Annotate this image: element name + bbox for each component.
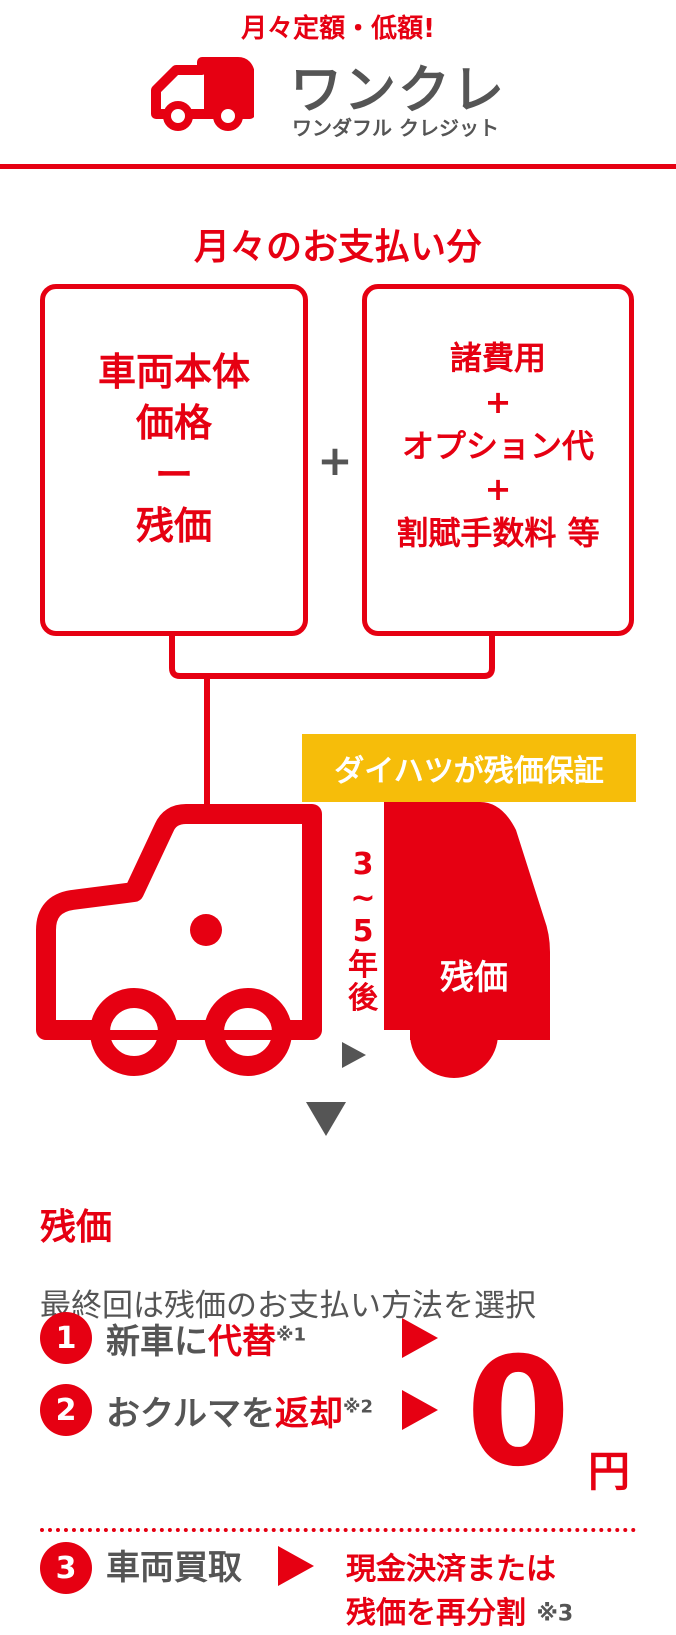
- truck-filled-icon: [384, 800, 554, 1090]
- guarantee-badge: ダイハツが残価保証: [302, 734, 636, 802]
- years-char: ~: [345, 882, 381, 916]
- arrow-right-icon: [400, 1316, 440, 1360]
- arrow-right-icon: [400, 1388, 440, 1432]
- years-char: 年: [345, 949, 381, 983]
- option-text: 車両買取: [106, 1548, 242, 1588]
- box-right-line: +: [367, 381, 629, 425]
- plus-sign: +: [312, 436, 358, 485]
- option-label: おクルマを返却※2: [106, 1386, 373, 1435]
- option3-result: 現金決済または 残価を再分割 ※3: [346, 1548, 573, 1635]
- box-left-line: 残価: [45, 501, 303, 552]
- box-right-line: +: [367, 468, 629, 512]
- years-label: 3 ~ 5 年 後: [345, 848, 381, 1016]
- truck-outline-icon: [142, 52, 254, 132]
- box-right-line: 割賦手数料 等: [367, 512, 629, 556]
- option-text: おクルマを: [106, 1394, 275, 1434]
- truck-residual-label: 残価: [440, 950, 508, 999]
- option3-line: 残価を再分割: [346, 1596, 526, 1631]
- footnote-mark: ※2: [343, 1397, 373, 1418]
- arrow-down-icon: [304, 1100, 348, 1138]
- option-label: 新車に代替※1: [106, 1314, 306, 1363]
- box-left-line: 価格: [45, 398, 303, 449]
- box-right-line: オプション代: [367, 425, 629, 469]
- option-label: 車両買取: [106, 1540, 242, 1589]
- option-number-badge: 2: [40, 1384, 92, 1436]
- footnote-mark: ※1: [276, 1325, 306, 1346]
- zero-amount: 0: [466, 1338, 570, 1488]
- fees-box: 諸費用 + オプション代 + 割賦手数料 等: [362, 284, 634, 636]
- option-number-badge: 1: [40, 1312, 92, 1364]
- option3-line: 現金決済または: [346, 1548, 573, 1592]
- brand-subtitle: ワンダフル クレジット: [292, 112, 499, 141]
- arrow-right-icon: [276, 1544, 316, 1588]
- option-highlight: 返却: [275, 1394, 343, 1434]
- yen-unit: 円: [588, 1438, 630, 1499]
- monthly-title: 月々のお支払い分: [0, 218, 676, 270]
- vehicle-price-box: 車両本体 価格 ー 残価: [40, 284, 308, 636]
- option-number-badge: 3: [40, 1542, 92, 1594]
- box-right-line: 諸費用: [367, 337, 629, 381]
- years-char: 3: [345, 848, 381, 882]
- years-char: 5: [345, 915, 381, 949]
- option-highlight: 代替: [208, 1322, 276, 1362]
- header-tagline: 月々定額・低額!: [0, 8, 676, 45]
- box-left-line: 車両本体: [45, 347, 303, 398]
- option3-line-2: 残価を再分割 ※3: [346, 1592, 573, 1635]
- header-divider: [0, 164, 676, 169]
- arrow-right-icon: [340, 1040, 368, 1070]
- residual-title: 残価: [40, 1198, 112, 1250]
- option-text: 新車に: [106, 1322, 208, 1362]
- box-left-line: ー: [45, 450, 303, 501]
- years-char: 後: [345, 982, 381, 1016]
- footnote-mark: ※3: [536, 1601, 573, 1626]
- truck-outline-icon: [36, 800, 322, 1082]
- section-divider: [40, 1528, 636, 1532]
